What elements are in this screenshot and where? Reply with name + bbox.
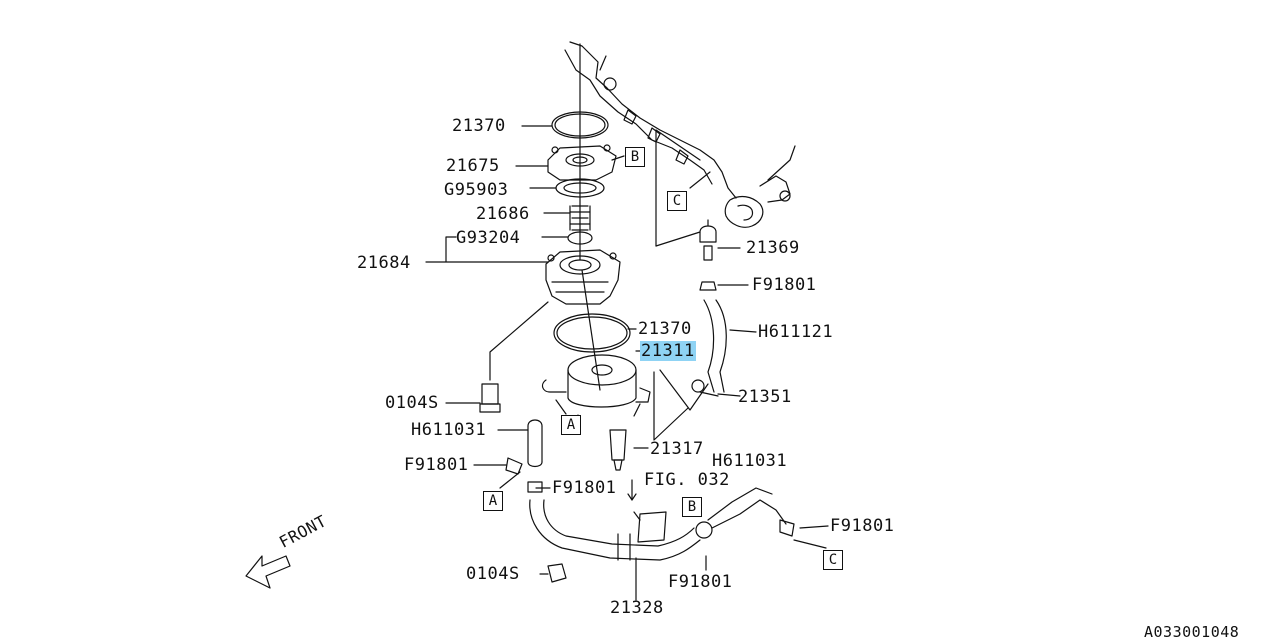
label-h611121: H611121 bbox=[758, 322, 834, 342]
label-f91801-c: F91801 bbox=[552, 478, 617, 498]
label-21317: 21317 bbox=[650, 439, 704, 459]
label-21675: 21675 bbox=[446, 156, 500, 176]
callout-a-low: A bbox=[483, 491, 503, 511]
callout-c-top: C bbox=[667, 191, 687, 211]
right-hose-group bbox=[691, 219, 727, 397]
callout-a-mid: A bbox=[561, 415, 581, 435]
label-h611031-b: H611031 bbox=[712, 451, 788, 471]
label-h611031-a: H611031 bbox=[411, 420, 487, 440]
label-21370-mid: 21370 bbox=[638, 319, 692, 339]
label-0104s-a: 0104S bbox=[385, 393, 439, 413]
label-f91801-b: F91801 bbox=[404, 455, 469, 475]
label-21686: 21686 bbox=[476, 204, 530, 224]
highlighted-part-number: 21311 bbox=[640, 341, 696, 361]
label-f91801-e: F91801 bbox=[668, 572, 733, 592]
label-f91801-d: F91801 bbox=[830, 516, 895, 536]
label-fig-032: FIG. 032 bbox=[644, 470, 730, 490]
callout-b-low: B bbox=[682, 497, 702, 517]
label-0104s-b: 0104S bbox=[466, 564, 520, 584]
label-21369: 21369 bbox=[746, 238, 800, 258]
label-g95903: G95903 bbox=[444, 180, 509, 200]
label-21328: 21328 bbox=[610, 598, 664, 618]
label-21311[interactable]: 21311 bbox=[640, 341, 696, 361]
front-arrow-icon bbox=[245, 555, 291, 589]
callout-c-low: C bbox=[823, 550, 843, 570]
lower-hose-group bbox=[479, 383, 795, 583]
label-g93204: G93204 bbox=[456, 228, 521, 248]
label-f91801-a: F91801 bbox=[752, 275, 817, 295]
label-21684: 21684 bbox=[357, 253, 411, 273]
diagram-id: A033001048 bbox=[1144, 623, 1240, 640]
callout-b-top: B bbox=[625, 147, 645, 167]
engine-pipe-assembly bbox=[564, 41, 796, 228]
oil-cooler-stack bbox=[541, 43, 651, 417]
leader-lines bbox=[425, 125, 829, 601]
label-21351: 21351 bbox=[738, 387, 792, 407]
label-21370-top: 21370 bbox=[452, 116, 506, 136]
